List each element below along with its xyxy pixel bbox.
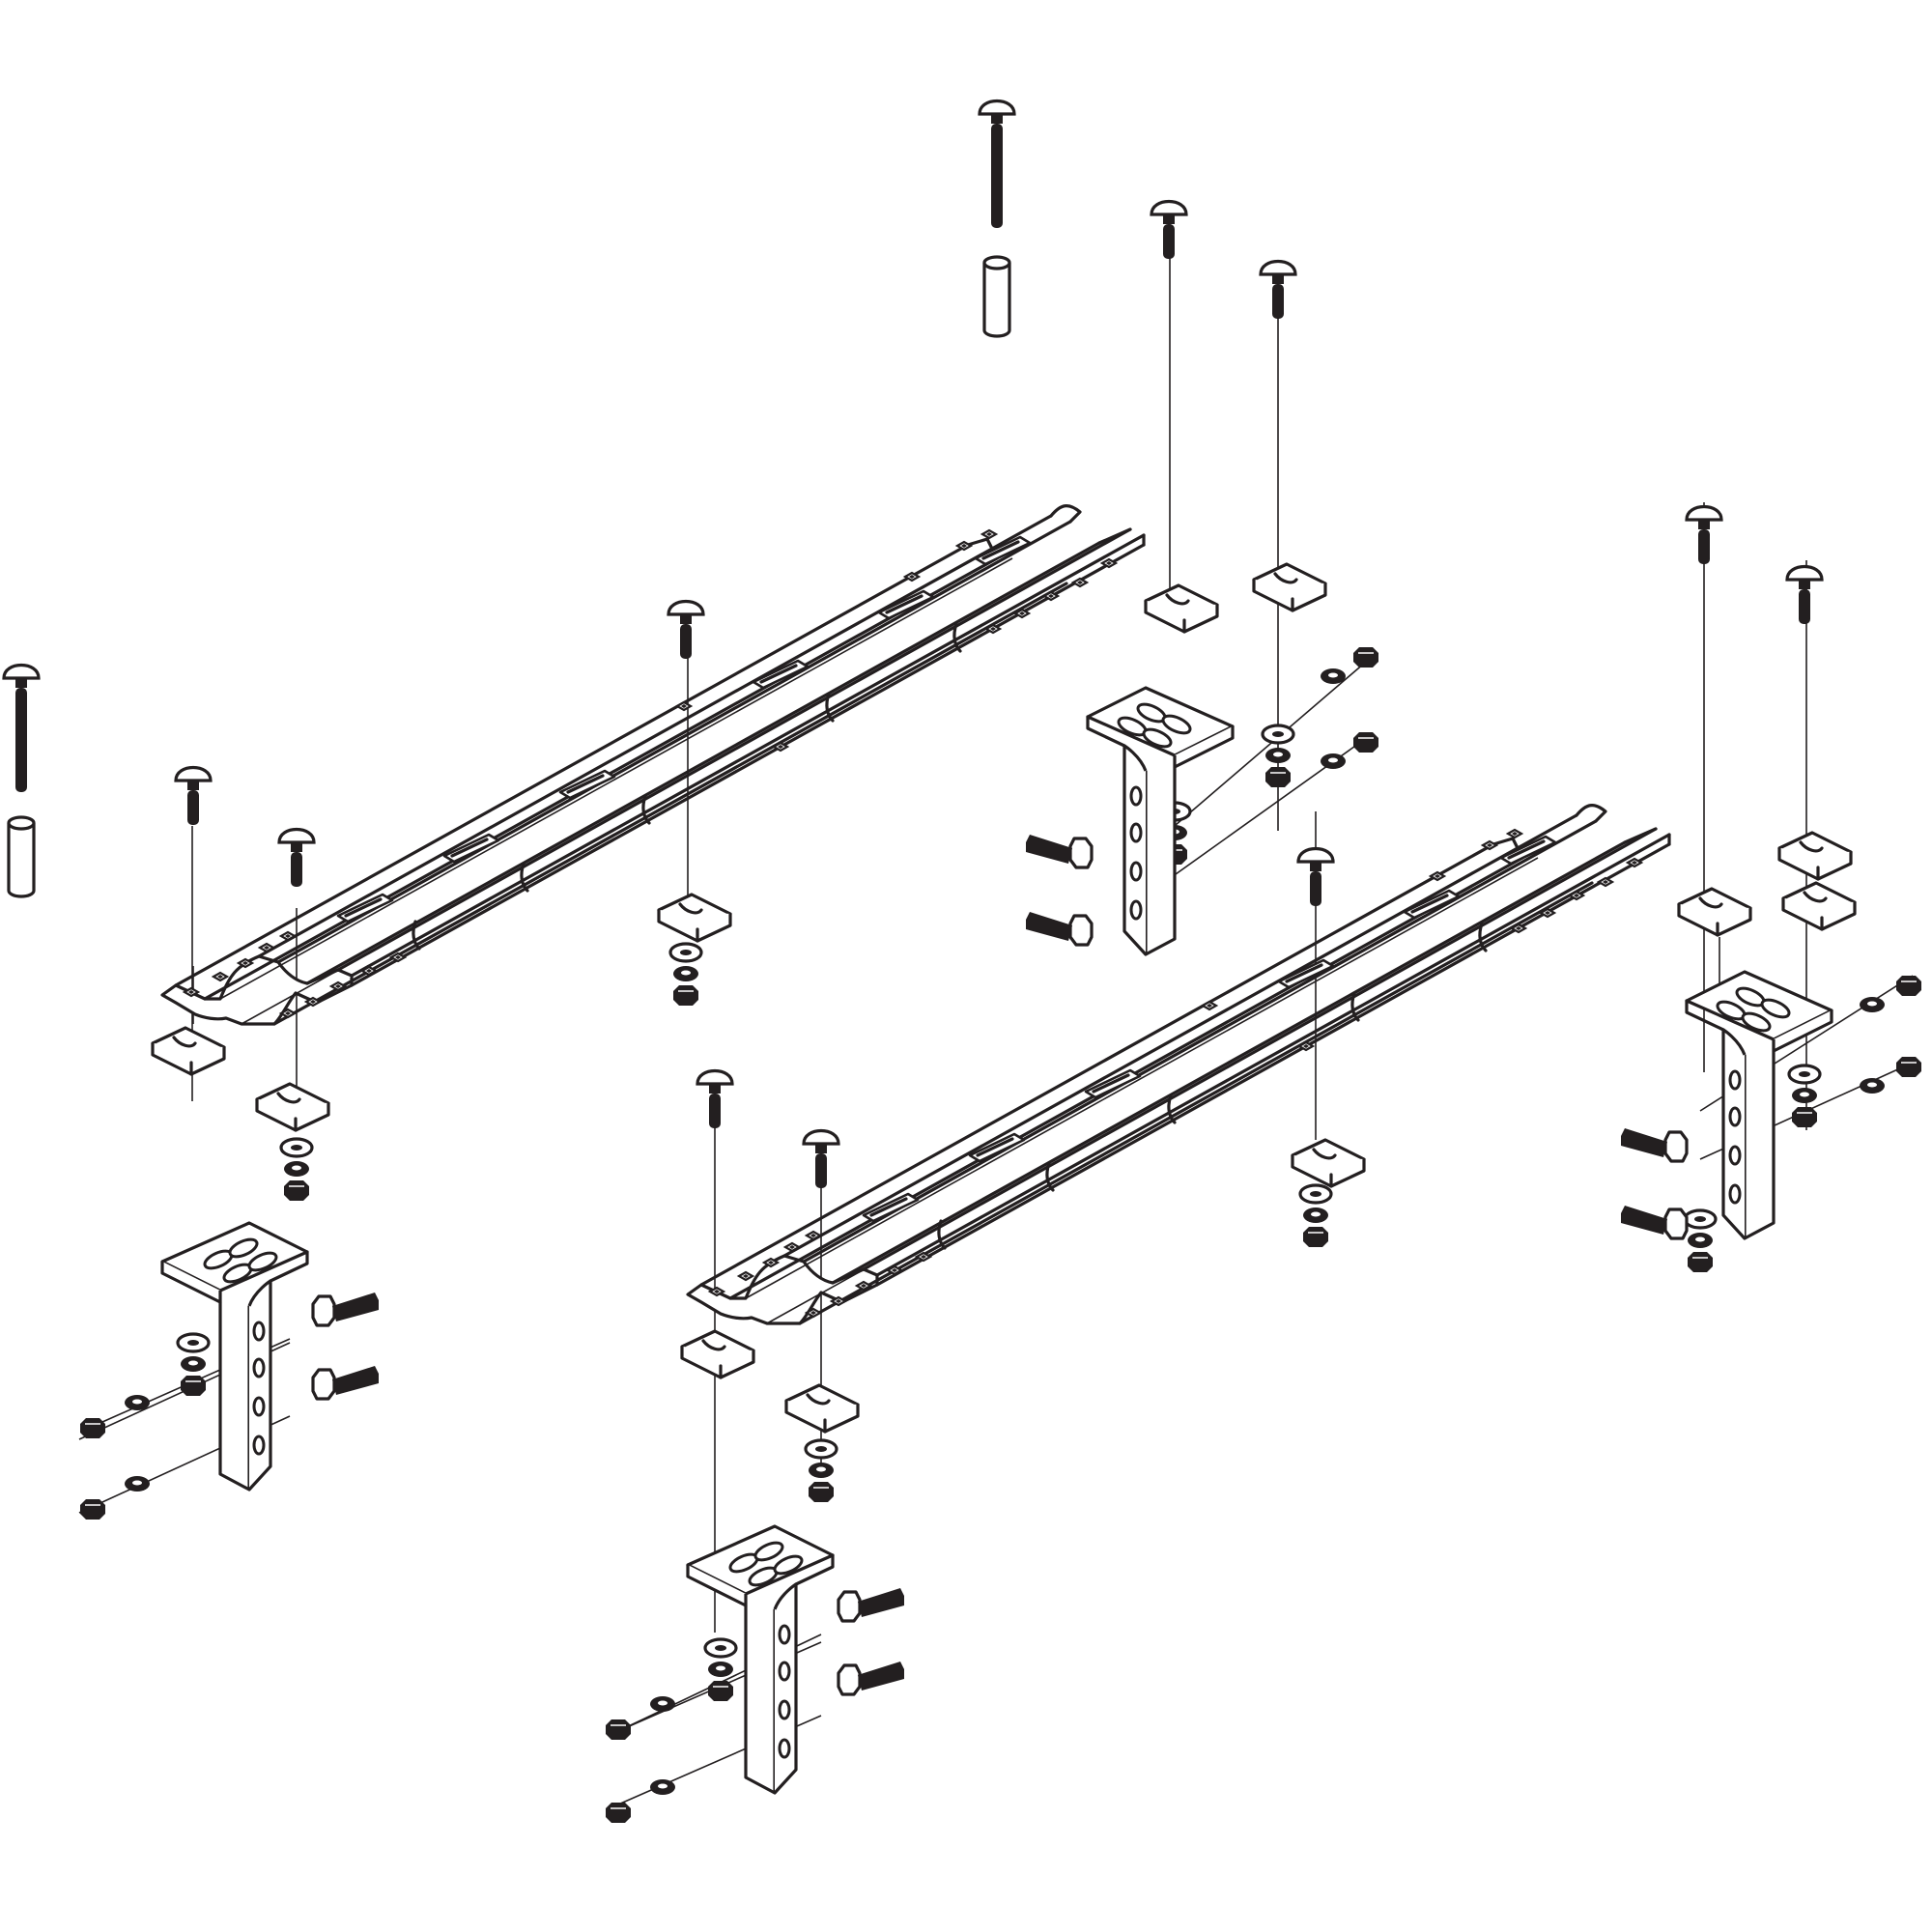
washer-nut-stack	[1300, 1185, 1331, 1247]
washer-nut-stack	[806, 1440, 837, 1502]
l-bracket-upper-right	[1086, 686, 1235, 956]
long-bolt-left	[2, 663, 41, 794]
slotted-plate	[255, 1082, 330, 1132]
slotted-plate	[151, 1026, 226, 1076]
hex-bolt	[311, 1364, 381, 1401]
slotted-plate	[1781, 881, 1857, 931]
lower-right-rail	[688, 806, 1669, 1323]
carriage-bolt	[1685, 504, 1723, 566]
carriage-bolt	[1259, 259, 1297, 321]
carriage-bolt	[1785, 564, 1824, 626]
slotted-plate	[1252, 562, 1327, 612]
l-bracket-lower-center	[686, 1524, 835, 1795]
l-bracket-lower-left	[160, 1221, 309, 1492]
washer-nut-stack	[1263, 725, 1293, 787]
carriage-bolt	[1150, 199, 1188, 261]
hex-bolt	[1024, 833, 1094, 869]
hex-bolt	[837, 1586, 906, 1623]
washer-nut-stack	[670, 944, 701, 1006]
carriage-bolt	[802, 1128, 840, 1190]
slotted-plate	[1291, 1138, 1366, 1188]
slotted-plate	[657, 893, 732, 943]
side-nuts	[79, 646, 1922, 1824]
hex-bolt	[1619, 1126, 1689, 1163]
alignment-lines	[78, 222, 1914, 1805]
slotted-plate	[680, 1329, 755, 1379]
hex-bolt	[837, 1660, 906, 1696]
slotted-plate	[1144, 583, 1219, 634]
carriage-bolt	[667, 599, 705, 661]
carriage-bolt	[277, 827, 316, 889]
spacer-left	[7, 815, 36, 898]
washer-nut-stack	[178, 1334, 209, 1396]
carriage-bolt	[696, 1068, 734, 1130]
carriage-bolt	[1296, 846, 1335, 908]
long-bolt-top	[978, 99, 1016, 230]
hex-bolt	[1619, 1204, 1689, 1240]
washer-nut-stack	[1685, 1210, 1716, 1272]
upper-left-rail	[162, 506, 1144, 1024]
carriage-bolt	[174, 765, 213, 827]
slotted-plate	[784, 1383, 860, 1434]
hex-bolt	[311, 1291, 381, 1327]
slotted-plate	[1777, 831, 1853, 881]
washer-nut-stack	[705, 1639, 736, 1701]
hex-bolt	[1024, 910, 1094, 947]
washer-nut-stack	[1789, 1065, 1820, 1127]
slotted-plate	[1677, 887, 1752, 937]
washer-nut-stack	[281, 1139, 312, 1201]
spacer-top	[982, 255, 1011, 338]
